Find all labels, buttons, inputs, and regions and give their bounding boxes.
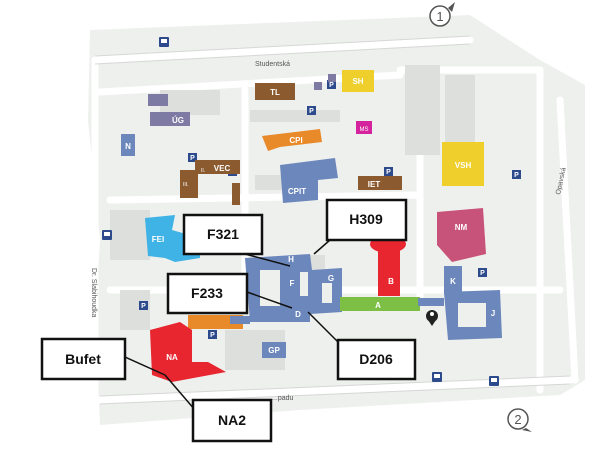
callout-na2[interactable]: NA2 [191,398,273,443]
building-vec[interactable]: VEC II. III. [180,160,240,198]
parking-icon: P [139,301,148,310]
svg-text:ÚG: ÚG [172,116,184,125]
svg-text:IET: IET [368,180,381,189]
svg-text:SH: SH [352,77,363,86]
svg-text:NM: NM [455,223,468,232]
building-k[interactable]: K [444,266,462,294]
building-corridor [230,316,250,324]
building-vsh[interactable]: VSH [442,142,484,186]
street-studentska: Studentská [255,61,290,68]
svg-text:Bufet: Bufet [65,351,101,367]
background-buildings [110,65,475,370]
svg-text:III.: III. [183,182,189,188]
svg-text:P: P [210,332,215,339]
callout-h309[interactable]: H309 [325,198,408,242]
location-pin-icon [426,310,438,326]
road-outlines [94,35,571,405]
svg-text:P: P [309,108,314,115]
svg-text:GP: GP [268,346,280,355]
building-gp[interactable]: GP [262,342,286,358]
svg-text:A: A [375,301,381,310]
building-nm[interactable]: NM [437,208,486,262]
svg-text:P: P [480,270,485,277]
svg-text:CPI: CPI [289,136,302,145]
building-tl[interactable]: TL [255,83,295,100]
svg-text:N: N [125,142,131,151]
building-sh[interactable]: SH [342,70,374,92]
svg-text:NA2: NA2 [218,412,246,428]
parking-icon: P [478,268,487,277]
svg-text:D206: D206 [359,351,393,367]
svg-text:VEC: VEC [214,164,231,173]
building-small [328,74,336,82]
building-a[interactable]: A [340,297,420,311]
building-ms[interactable]: MS [356,121,372,134]
callout-bufet[interactable]: Bufet [40,337,127,381]
svg-text:P: P [514,172,519,179]
svg-text:K: K [450,277,456,286]
building-complex-hfgd[interactable]: H F G D [245,254,342,322]
bus-stop-icon [432,372,442,382]
building-orange-connector [188,315,243,329]
building-connector [418,298,444,306]
building-j[interactable]: J [444,290,502,340]
parking-icon: P [208,330,217,339]
parking-icon: P [384,167,393,176]
svg-text:J: J [491,309,495,318]
street-bottom: ...padu [272,395,294,402]
label-f: F [290,279,295,288]
building-ug[interactable]: ÚG [150,112,190,126]
callout-f233[interactable]: F233 [166,272,249,315]
callout-f321[interactable]: F321 [182,213,264,256]
label-g: G [328,274,334,283]
svg-text:FEI: FEI [152,235,164,244]
marker-1: 1 [429,2,455,27]
svg-text:F233: F233 [191,285,223,301]
street-sablinova: Dr. Slabihoudka [90,268,97,318]
svg-text:P: P [329,82,334,89]
marker-1-label: 1 [436,9,443,24]
callout-d206[interactable]: D206 [336,338,417,381]
parking-icon: P [188,153,197,162]
bus-stop-icon [102,230,112,240]
svg-text:VSH: VSH [455,161,472,170]
building-n[interactable]: N [121,134,135,156]
label-d: D [295,310,301,319]
svg-text:H309: H309 [349,211,383,227]
marker-2: 2 [507,408,532,432]
callout-leaders [124,239,341,411]
svg-text:P: P [386,169,391,176]
svg-text:MS: MS [360,127,369,133]
marker-2-label: 2 [514,412,521,427]
svg-text:II.: II. [201,168,205,174]
svg-text:TL: TL [270,88,280,97]
bus-stop-icon [159,37,169,47]
svg-text:B: B [388,277,394,286]
building-cpit[interactable]: CPIT [280,158,338,203]
building-cpi[interactable]: CPI [262,129,322,151]
parking-icon: P [307,106,316,115]
building-small [232,183,240,205]
building-na[interactable]: NA [150,322,226,382]
building-grey [148,94,168,106]
bus-stop-icon [489,376,499,386]
svg-text:F321: F321 [207,226,239,242]
svg-text:P: P [190,155,195,162]
building-iet[interactable]: IET [358,176,402,190]
building-small [314,82,322,90]
svg-text:P: P [141,303,146,310]
label-h: H [288,255,294,264]
parking-icon: P [327,80,336,89]
svg-text:NA: NA [166,353,178,362]
parking-icon: P [512,170,521,179]
svg-text:CPIT: CPIT [288,187,306,196]
